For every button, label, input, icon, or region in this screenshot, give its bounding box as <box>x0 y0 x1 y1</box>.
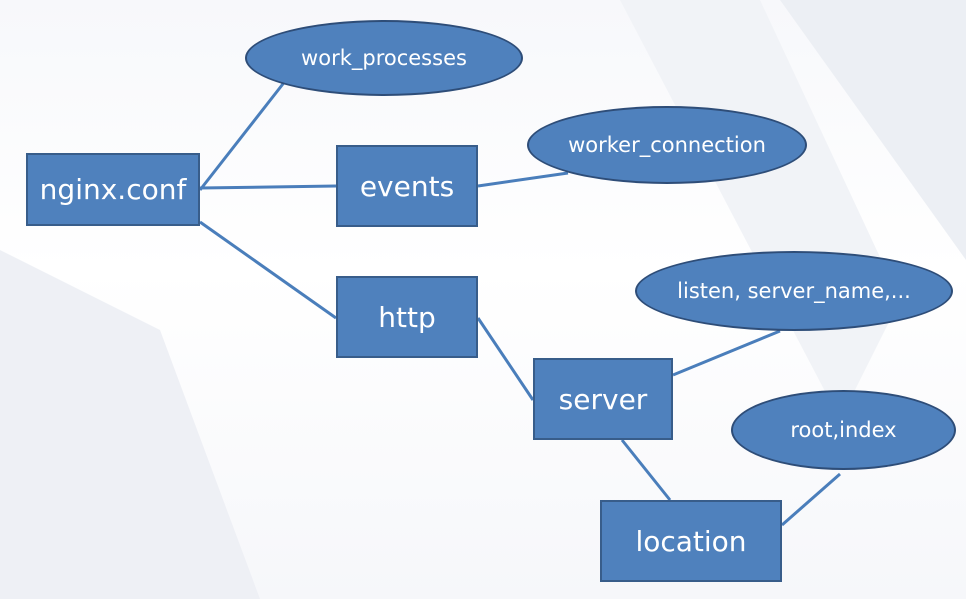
node-worker-connection: worker_connection <box>527 106 807 184</box>
node-label: worker_connection <box>568 133 766 157</box>
node-label: location <box>635 524 747 558</box>
node-root-index: root,index <box>731 390 956 470</box>
node-label: root,index <box>790 418 897 442</box>
edge-nginx-conf-to-http <box>199 220 337 320</box>
edge-nginx-conf-to-work-processes <box>198 79 288 191</box>
edge-server-to-listen-server-name <box>672 329 781 377</box>
node-http: http <box>336 276 478 358</box>
edge-server-to-location <box>620 439 672 501</box>
edge-events-to-worker-connection <box>477 171 569 188</box>
node-label: events <box>359 169 455 203</box>
node-events: events <box>336 145 478 227</box>
watermark-shape <box>780 0 966 260</box>
edge-location-to-root-index <box>781 472 841 527</box>
node-server: server <box>533 358 673 440</box>
node-label: server <box>558 382 648 416</box>
node-listen-server-name: listen, server_name,... <box>635 251 953 331</box>
watermark-shape <box>0 250 260 599</box>
node-nginx-conf: nginx.conf <box>26 153 200 226</box>
node-work-processes: work_processes <box>245 20 523 96</box>
node-location: location <box>600 500 782 582</box>
node-label: listen, server_name,... <box>677 279 911 303</box>
node-label: work_processes <box>301 46 467 70</box>
node-label: http <box>378 300 436 334</box>
edge-nginx-conf-to-events <box>199 184 337 190</box>
node-label: nginx.conf <box>39 173 187 206</box>
edge-http-to-server <box>476 317 535 401</box>
